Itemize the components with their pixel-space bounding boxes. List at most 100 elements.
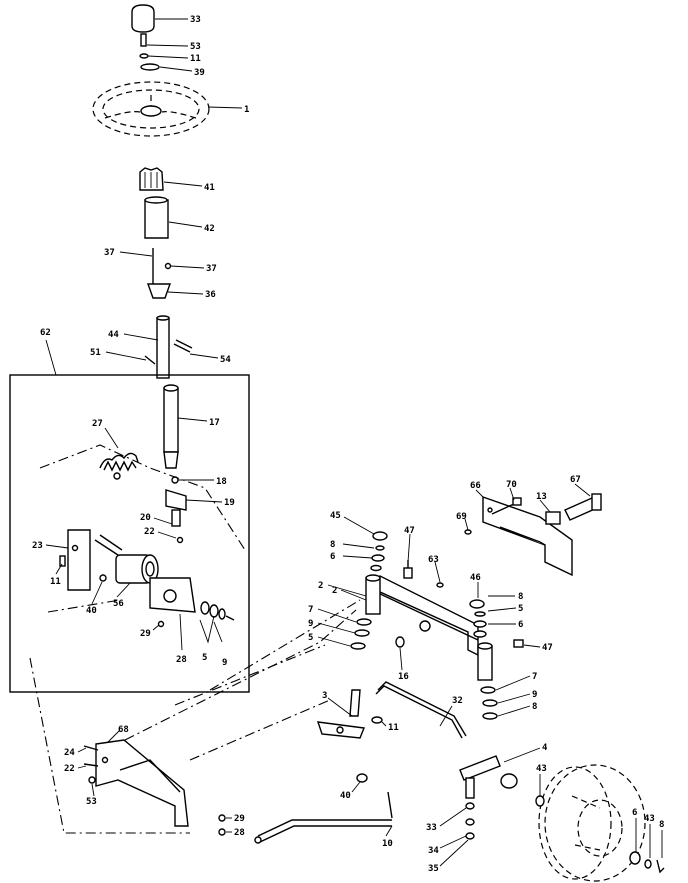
callout-17: 17 [209, 418, 220, 428]
spindle-arm-left [316, 689, 365, 739]
callout-54: 54 [220, 355, 231, 365]
steering-adapter [147, 248, 172, 299]
axle-bracket-66 [482, 496, 573, 577]
washers-33-35 [465, 802, 475, 840]
callout-11b: 11 [50, 577, 61, 587]
callout-8b: 8 [518, 592, 523, 602]
roll-pin [144, 355, 156, 365]
pinion-gear [165, 489, 187, 527]
callout-8d: 8 [659, 820, 664, 830]
callout-13: 13 [536, 492, 547, 502]
callout-8a: 8 [330, 540, 335, 550]
callout-29b: 29 [234, 814, 245, 824]
callout-67: 67 [570, 475, 581, 485]
hub-cap [500, 773, 518, 789]
grease-fitting-47 [403, 560, 413, 579]
spindle-left [365, 574, 381, 615]
bushing-56 [115, 554, 159, 584]
bolt-11 [59, 555, 66, 567]
bolt-70 [491, 497, 522, 515]
steering-plate-68 [95, 739, 189, 827]
front-wheel [535, 764, 665, 882]
steering-shaft-upper [156, 315, 170, 379]
washers-5-9 [199, 601, 235, 644]
callout-68: 68 [118, 725, 129, 735]
callout-9c: 9 [532, 690, 537, 700]
callout-6a: 6 [330, 552, 335, 562]
callout-53b: 53 [86, 797, 97, 807]
steering-gear [139, 167, 164, 191]
nut-40b [356, 773, 368, 783]
nut-22 [176, 536, 184, 544]
bolt-67 [564, 493, 602, 521]
callout-29a: 29 [140, 629, 151, 639]
callout-23a: 23 [32, 541, 43, 551]
callout-2b: 2 [332, 586, 337, 596]
callout-69: 69 [456, 512, 467, 522]
callout-35: 35 [428, 864, 439, 874]
bolts-24-22 [83, 745, 99, 784]
callout-1: 1 [244, 105, 249, 115]
callout-53a: 53 [190, 42, 201, 52]
callout-10: 10 [382, 839, 393, 849]
callout-40a: 40 [86, 606, 97, 616]
callout-33b: 33 [426, 823, 437, 833]
callout-43a: 43 [536, 764, 547, 774]
callout-8c: 8 [532, 702, 537, 712]
sub-assembly-frame [9, 374, 250, 693]
spring-pin [173, 339, 193, 353]
front-axle [371, 575, 479, 657]
bolts-29-28 [218, 814, 226, 836]
leader-lines [45, 18, 663, 867]
callout-7a: 7 [308, 605, 313, 615]
callout-40b: 40 [340, 791, 351, 801]
drag-link-32 [375, 681, 467, 739]
callout-11c: 11 [388, 723, 399, 733]
callout-9b: 9 [308, 619, 313, 629]
callout-66: 66 [470, 481, 481, 491]
callout-28a: 28 [176, 655, 187, 665]
callout-37b: 37 [206, 264, 217, 274]
washer-stack-right [469, 599, 498, 720]
callout-70: 70 [506, 480, 517, 490]
callout-27: 27 [92, 419, 103, 429]
callout-7b: 7 [532, 672, 537, 682]
callout-11a: 11 [190, 54, 201, 64]
spindle-right [477, 642, 493, 681]
callout-41: 41 [204, 183, 215, 193]
callout-37a: 37 [104, 248, 115, 258]
callout-44: 44 [108, 330, 119, 340]
callout-28b: 28 [234, 828, 245, 838]
callout-43b: 43 [644, 814, 655, 824]
tie-rod-10 [254, 791, 393, 844]
steering-bushing [144, 196, 169, 239]
callout-62: 62 [40, 328, 51, 338]
callout-6b: 6 [518, 620, 523, 630]
grease-fitting-45 [370, 531, 388, 572]
callout-47a: 47 [404, 526, 415, 536]
callout-33a: 33 [190, 15, 201, 25]
cap-screw-top [140, 33, 147, 47]
callout-5c: 5 [518, 604, 523, 614]
callout-19: 19 [224, 498, 235, 508]
callout-5b: 5 [308, 633, 313, 643]
callout-46: 46 [470, 573, 481, 583]
callout-labels: 33 53 11 39 1 41 42 37 37 36 62 44 51 54… [32, 15, 664, 874]
callout-36: 36 [205, 290, 216, 300]
callout-18: 18 [216, 477, 227, 487]
bolt-11c [371, 716, 383, 724]
callout-22a: 22 [144, 527, 155, 537]
callout-6c: 6 [632, 808, 637, 818]
screw-29 [157, 620, 165, 628]
callout-20: 20 [140, 513, 151, 523]
callout-51: 51 [90, 348, 101, 358]
callout-16: 16 [398, 672, 409, 682]
callout-32: 32 [452, 696, 463, 706]
spindle-arm-right [459, 755, 501, 799]
callout-39: 39 [194, 68, 205, 78]
fitting-63 [436, 582, 444, 588]
steering-shaft-lower [163, 384, 179, 469]
spacer-13 [545, 511, 561, 525]
bracket-23 [67, 529, 91, 591]
